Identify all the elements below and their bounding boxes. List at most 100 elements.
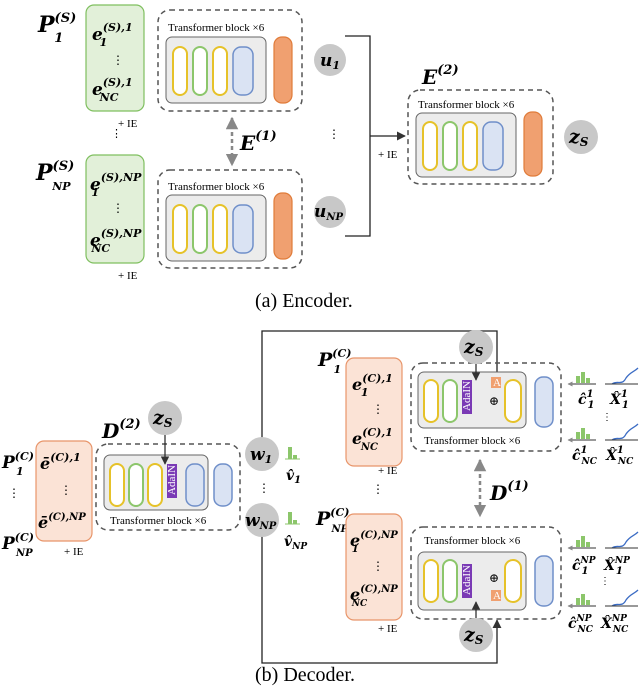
decoder-ebar-1: ē(C),1 xyxy=(40,451,81,473)
vdots: ⋮ xyxy=(372,559,384,573)
adain-label: AdaIN xyxy=(166,465,178,495)
decoder-zS-top-circle xyxy=(459,330,493,364)
decoder-left-pn: P(C)NP xyxy=(1,531,34,559)
attn-label: A xyxy=(493,590,501,602)
e1-label: E(1) xyxy=(239,129,277,155)
curve-icon xyxy=(611,531,639,549)
ie-label: + IE xyxy=(64,546,84,558)
transformer-label: Transformer block ×6 xyxy=(110,515,207,527)
histogram-icon xyxy=(567,372,596,387)
uN-label: uNP xyxy=(314,202,344,223)
decoder-zS-bottom-label: zS xyxy=(463,624,484,647)
curve-icon xyxy=(611,589,639,607)
encoder-patch-n-box xyxy=(85,154,145,264)
decoder-loop-bottom xyxy=(261,530,502,664)
adain-label: AdaIN xyxy=(461,381,473,411)
histogram-icon xyxy=(567,428,596,443)
ie-label: + IE xyxy=(118,118,138,130)
histogram-icon xyxy=(567,536,596,551)
vdots: ⋮ xyxy=(328,127,340,141)
vdots: ⋮ xyxy=(602,412,612,423)
d2-label: D(2) xyxy=(101,417,141,443)
ie-label: + IE xyxy=(378,623,398,635)
d1-label: D(1) xyxy=(489,479,529,505)
ie-label: + IE xyxy=(378,465,398,477)
decoder-zS-bottom-circle xyxy=(459,618,493,652)
w1-circle xyxy=(245,437,279,471)
vdots: ⋮ xyxy=(372,482,384,496)
encoder-transformer-e2 xyxy=(407,89,554,185)
decoder-patch-1-box xyxy=(345,357,403,467)
attn-label: A xyxy=(493,377,501,389)
decoder-caption: (b) Decoder. xyxy=(255,664,355,686)
ie-label: + IE xyxy=(118,270,138,282)
wN-label: wNP xyxy=(245,511,277,532)
encoder-patch-1-label: P(S)1 xyxy=(37,11,76,46)
decoder-ebar-n: ē(C),NP xyxy=(38,512,86,532)
transformer-label: Transformer block ×6 xyxy=(168,181,265,193)
decoder-transformer-bottom xyxy=(410,526,562,620)
vdots: ⋮ xyxy=(60,483,72,497)
encoder-patch-n-label: P(S)NP xyxy=(35,159,74,193)
decoder-p1-label: P(C)1 xyxy=(317,347,351,376)
histogram-icon xyxy=(285,447,300,460)
d2-zS-label: zS xyxy=(152,407,173,430)
u1-label: u1 xyxy=(320,51,340,72)
vN-label: v̂NP xyxy=(284,534,307,552)
histogram-icon xyxy=(567,594,596,609)
transformer-label: Transformer block ×6 xyxy=(418,99,515,111)
vdots: ⋮ xyxy=(372,402,384,416)
e2-label: E(2) xyxy=(421,63,459,89)
vdots: ⋮ xyxy=(112,201,124,215)
adain-label: AdaIN xyxy=(461,565,473,595)
decoder-zS-top-label: zS xyxy=(463,336,484,359)
aggregation-bracket xyxy=(345,35,371,237)
zS-label: zS xyxy=(568,126,589,149)
encoder-transformer-bottom xyxy=(157,169,303,269)
u1-circle xyxy=(314,44,346,76)
decoder-pn-label: P(C)NP xyxy=(315,506,349,535)
decoder-section: P(C)1 ⋮ P(C)NP ē(C),1 ⋮ ē(C),NP + IE D(2… xyxy=(1,330,639,686)
zS-circle xyxy=(564,120,598,154)
curve-icon xyxy=(611,423,639,441)
uN-circle xyxy=(314,196,346,228)
encoder-caption: (a) Encoder. xyxy=(255,290,353,312)
vdots: ⋮ xyxy=(600,576,610,587)
decoder-loop-top xyxy=(261,330,502,460)
vdots: ⋮ xyxy=(111,127,122,140)
decoder-left-p1: P(C)1 xyxy=(1,450,34,478)
d2-zS-circle xyxy=(148,401,182,435)
curve-icon xyxy=(611,367,639,385)
plus-symbol: ⊕ xyxy=(489,394,499,408)
w1-label: w1 xyxy=(250,445,272,466)
vdots: ⋮ xyxy=(112,53,124,67)
vdots: ⋮ xyxy=(258,481,270,495)
histogram-icon xyxy=(285,512,300,525)
ie-label: + IE xyxy=(378,149,398,161)
v1-label: v̂1 xyxy=(286,468,301,486)
decoder-transformer-d2 xyxy=(95,443,241,531)
transformer-label: Transformer block ×6 xyxy=(168,22,265,34)
transformer-label: Transformer block ×6 xyxy=(424,435,521,447)
plus-symbol: ⊕ xyxy=(489,571,499,585)
decoder-left-patch-box xyxy=(35,440,93,542)
decoder-transformer-top xyxy=(410,362,562,452)
encoder-patch-1-box xyxy=(85,4,145,112)
wN-circle xyxy=(245,503,279,537)
